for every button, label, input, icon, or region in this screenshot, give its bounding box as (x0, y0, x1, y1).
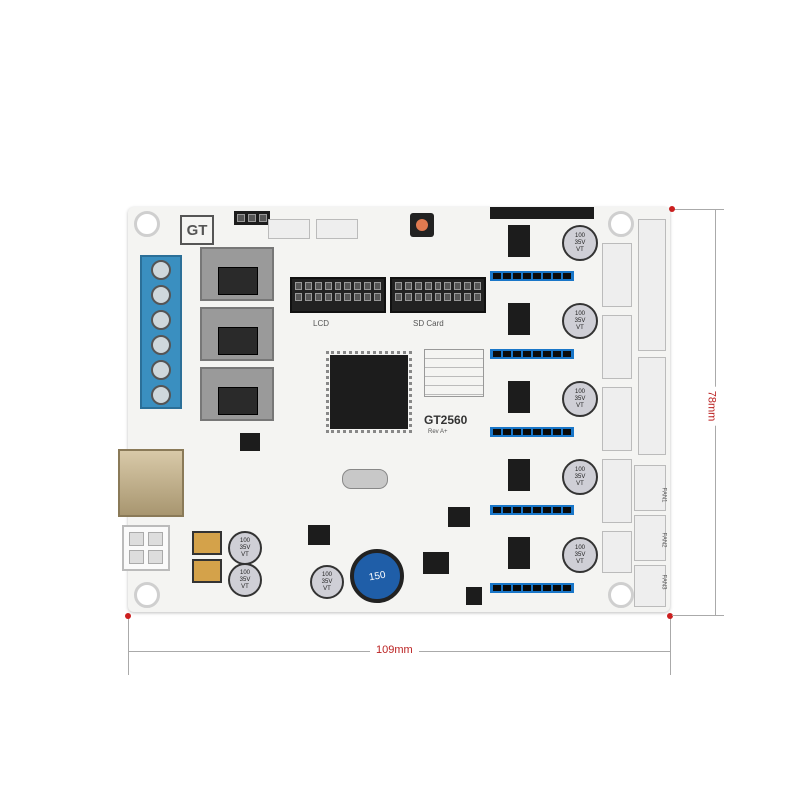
mounting-hole (608, 582, 634, 608)
microcontroller-chip (326, 351, 412, 433)
gt-logo: GT (180, 215, 214, 245)
pin-header (466, 587, 482, 605)
stepper-driver-socket: 100 35V VT (490, 299, 600, 365)
small-ic (308, 525, 330, 545)
motor-connector (602, 459, 632, 523)
capacitor: 100 35V VT (228, 563, 262, 597)
revision-label: Rev A+ (428, 429, 448, 435)
mounting-hole (134, 582, 160, 608)
fan-connector (634, 565, 666, 607)
motor-connector (602, 243, 632, 307)
controller-board: GT LCD SD Card GT2560 Rev A+ (118, 207, 670, 612)
endstop-connector (316, 219, 358, 239)
endstop-connector (638, 357, 666, 455)
lcd-label: LCD (313, 319, 330, 328)
crystal (342, 469, 388, 489)
mosfet-heatsink (200, 247, 274, 301)
dimension-tick-right (670, 615, 671, 675)
model-label: GT2560 (424, 413, 468, 427)
stepper-driver-socket: 100 35V VT (490, 455, 600, 521)
voltage-regulator (423, 552, 449, 574)
fan-label: FAN3 (660, 574, 667, 590)
fuse (192, 531, 222, 555)
mosfet-heatsink (200, 307, 274, 361)
mounting-hole (608, 211, 634, 237)
endstop-connector (268, 219, 310, 239)
sd-card-header (390, 277, 486, 313)
width-label: 109mm (370, 644, 419, 656)
fan-connector (634, 465, 666, 511)
usb-port (118, 449, 184, 517)
stepper-driver-socket: 100 35V VT (490, 207, 600, 287)
power-connector (122, 525, 170, 571)
fuse (192, 559, 222, 583)
capacitor: 100 35V VT (310, 565, 344, 599)
lcd-header (290, 277, 386, 313)
dimension-tick-bottom (672, 615, 724, 616)
reset-button (410, 213, 434, 237)
motor-connector (602, 315, 632, 379)
capacitor: 100 35V VT (228, 531, 262, 565)
dimension-marker (669, 206, 675, 212)
mounting-hole (134, 211, 160, 237)
motor-connector (602, 531, 632, 573)
dimension-tick-left (128, 615, 129, 675)
fan-connector (634, 515, 666, 561)
sd-card-label: SD Card (413, 319, 444, 328)
small-ic (240, 433, 260, 451)
height-label: 78mm (705, 386, 718, 426)
stepper-driver-socket: 100 35V VT (490, 533, 600, 599)
stepper-driver-socket: 100 35V VT (490, 377, 600, 443)
power-terminal-block (140, 255, 182, 409)
dimension-marker (125, 613, 131, 619)
fan-label: FAN1 (660, 487, 667, 503)
pin-header (234, 211, 270, 225)
fan-label: FAN2 (660, 532, 667, 548)
dimension-marker (667, 613, 673, 619)
endstop-connector (638, 219, 666, 351)
inductor: 150 (350, 549, 404, 603)
jumper-table (424, 349, 484, 397)
voltage-regulator (448, 507, 470, 527)
mosfet-heatsink (200, 367, 274, 421)
motor-connector (602, 387, 632, 451)
dimension-tick-top (672, 209, 724, 210)
